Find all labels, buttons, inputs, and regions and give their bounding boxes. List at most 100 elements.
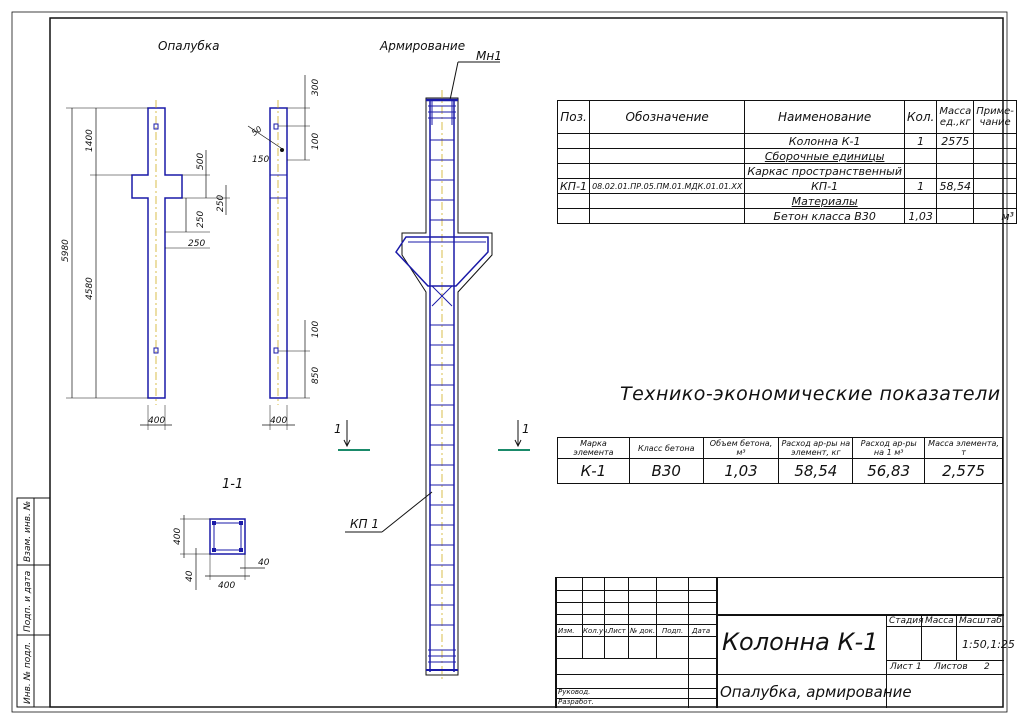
section-dim-40-b: 40: [258, 558, 270, 568]
stamp-sheet-value: 1: [916, 662, 922, 672]
stamp-col-list: Лист: [608, 627, 626, 635]
spec-cell: 1: [903, 133, 938, 149]
dim-4580: 4580: [85, 277, 95, 300]
title-block: Изм. Кол.уч. Лист № док. Подп. Дата Руко…: [555, 577, 1015, 708]
tep-header: Расход ар-ры на элемент, кг: [778, 437, 854, 459]
spec-cell: [936, 193, 975, 209]
spec-cell: [589, 163, 746, 179]
spec-header-row: Поз. Обозначение Наименование Кол. Масса…: [556, 100, 1017, 134]
spec-cell: [589, 148, 746, 164]
tep-value: 2,575: [924, 458, 1003, 484]
stamp-mass-label: Масса: [925, 616, 954, 626]
tep-value: 56,83: [852, 458, 926, 484]
section-title: 1-1: [222, 477, 243, 492]
spec-cell: [556, 208, 591, 224]
spec-cell: Бетон класса В30: [744, 208, 905, 224]
spec-cell: [556, 148, 591, 164]
spec-header: Наименование: [744, 100, 905, 134]
tep-header: Марка элемента: [557, 437, 630, 459]
tep-title: Технико-экономические показатели: [620, 383, 1001, 405]
spec-cell: 58,54: [936, 178, 975, 194]
spec-header: Масса ед.,кг: [936, 100, 975, 134]
spec-cell: [936, 148, 975, 164]
dim-150: 150: [252, 155, 269, 165]
spec-cell: 1: [903, 178, 938, 194]
stamp-sheets-label: Листов: [934, 662, 968, 672]
dim-100-top: 100: [311, 133, 321, 150]
dim-100-bottom: 100: [311, 321, 321, 338]
spec-cell: КП-1: [556, 178, 591, 194]
spec-cell: [903, 193, 938, 209]
table-row: Материалы: [556, 193, 1017, 209]
stamp-rukovod: Руковод.: [558, 688, 591, 696]
stamp-scale-value: 1:50,1:25: [962, 638, 1015, 651]
table-row: Сборочные единицы: [556, 148, 1017, 164]
tep-value: К-1: [557, 458, 630, 484]
side-stamp-replace: Взам. инв. №: [23, 501, 33, 562]
dim-250-c: 250: [188, 239, 205, 249]
stamp-stage-label: Стадия: [889, 616, 924, 626]
spec-cell: [589, 133, 746, 149]
spec-cell: [973, 193, 1017, 209]
table-row: Каркас пространственный: [556, 163, 1017, 179]
table-row: Бетон класса В30 1,03 м³: [556, 208, 1017, 224]
section-mark-left-label: 1: [334, 422, 342, 436]
stamp-sheet-label: Лист: [890, 662, 913, 672]
specification-table: Поз. Обозначение Наименование Кол. Масса…: [556, 100, 1017, 224]
tep-header: Объем бетона, м³: [702, 437, 780, 459]
section-mark-left: [338, 420, 370, 451]
section-dim-400-v: 400: [173, 528, 183, 545]
side-stamp-inv: Инв. № подл.: [23, 642, 33, 704]
section-dim-400-h: 400: [218, 581, 235, 591]
dim-250-b: 250: [196, 211, 206, 228]
dim-500: 500: [196, 153, 206, 170]
mesh-leader: [449, 61, 459, 101]
table-row: КП-1 08.02.01.ПР.05.ПМ.01.МДК.01.01.ХХ К…: [556, 178, 1017, 194]
dim-250-a: 250: [216, 195, 226, 212]
stamp-col-ndok: № док.: [630, 627, 656, 635]
tep-header: Расход ар-ры на 1 м³: [852, 437, 926, 459]
table-row: К-1 В30 1,03 58,54 56,83 2,575: [557, 458, 1003, 484]
spec-cell: Колонна К-1: [744, 133, 905, 149]
inner-frame: [49, 17, 1004, 708]
spec-cell: [556, 133, 591, 149]
spec-cell: [589, 208, 746, 224]
stamp-col-podp: Подп.: [662, 627, 684, 635]
dim-400-side: 400: [270, 416, 287, 426]
reinforcement-title: Армирование: [379, 39, 465, 53]
formwork-title: Опалубка: [158, 39, 219, 53]
spec-cell: [556, 193, 591, 209]
spec-cell: [903, 148, 938, 164]
side-stamp: Взам. инв. № Подп. и дата Инв. № подл.: [16, 497, 51, 708]
table-row: Колонна К-1 1 2575: [556, 133, 1017, 149]
spec-cell: [936, 163, 975, 179]
tep-value: В30: [628, 458, 704, 484]
side-stamp-sign: Подп. и дата: [23, 571, 33, 632]
stamp-razrab: Разработ.: [558, 698, 594, 706]
spec-cell: [556, 163, 591, 179]
tep-header: Класс бетона: [628, 437, 704, 459]
stamp-sheets-value: 2: [984, 662, 990, 672]
tep-header: Масса элемента, т: [924, 437, 1003, 459]
spec-cell: 1,03: [903, 208, 938, 224]
stamp-col-koluch: Кол.уч.: [583, 627, 610, 635]
section-mark-right: [498, 420, 530, 451]
frame-label: КП 1: [350, 517, 379, 531]
spec-cell: Каркас пространственный: [744, 163, 905, 179]
tep-header-row: Марка элемента Класс бетона Объем бетона…: [557, 437, 1003, 459]
dim-850: 850: [311, 367, 321, 384]
spec-cell: 2575: [936, 133, 975, 149]
spec-cell: [973, 133, 1017, 149]
stamp-scale-label: Масштаб: [959, 616, 1002, 626]
section-1-1: [180, 515, 265, 590]
spec-cell: КП-1: [744, 178, 905, 194]
dim-400-front: 400: [148, 416, 165, 426]
stamp-col-izm: Изм.: [558, 627, 575, 635]
spec-cell: 08.02.01.ПР.05.ПМ.01.МДК.01.01.ХХ: [589, 178, 746, 194]
spec-header: Обозначение: [589, 100, 746, 134]
tep-table: Марка элемента Класс бетона Объем бетона…: [557, 437, 1003, 484]
column-front-view: [66, 100, 230, 430]
spec-cell: [973, 178, 1017, 194]
spec-cell: м³: [973, 208, 1017, 224]
